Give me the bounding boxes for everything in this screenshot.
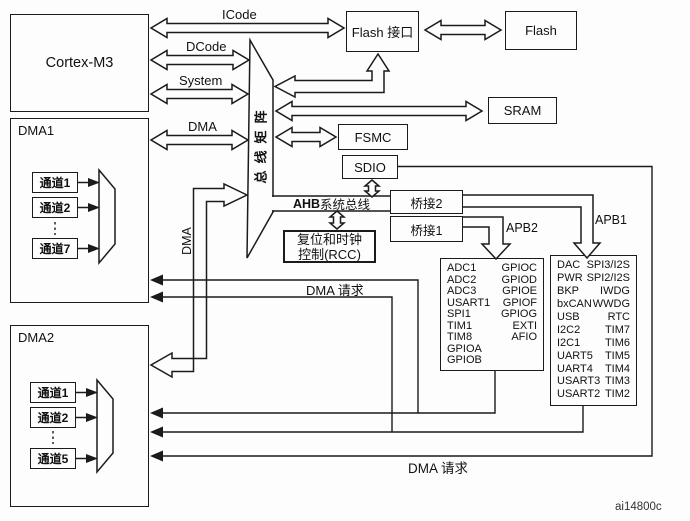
rcc-line1: 复位和时钟 xyxy=(296,231,362,247)
cortex-m3-box: Cortex-M3 xyxy=(10,14,149,112)
dcode-label: DCode xyxy=(186,39,227,54)
fsmc-box: FSMC xyxy=(338,124,408,150)
apb2-arrow xyxy=(463,216,512,261)
sram-box: SRAM xyxy=(488,97,557,124)
dma2-channel-2: 通道2 xyxy=(30,407,76,428)
rcc-line2: 控制(RCC) xyxy=(298,246,361,262)
dma1-box: DMA1 xyxy=(10,118,149,303)
dma1-channel-7: 通道7 xyxy=(32,238,78,259)
flash-if-flash-arrow xyxy=(423,19,503,41)
ahb-bold: AHB xyxy=(292,196,321,211)
dma2-channel-5: 通道5 xyxy=(30,448,76,469)
figure-id: ai14800c xyxy=(615,501,662,513)
icode-label: ICode xyxy=(222,7,257,22)
ahb-rcc-arrow xyxy=(327,210,347,230)
dma-vertical-label: DMA xyxy=(180,227,194,255)
apb1-label: APB1 xyxy=(595,213,627,227)
bridge2-box: 桥接2 xyxy=(390,190,463,214)
dma-request-label-bottom: DMA 请求 xyxy=(408,461,469,476)
flash-interface-box: Flash 接口 xyxy=(346,11,419,52)
sdio-box: SDIO xyxy=(342,155,398,179)
rcc-box: 复位和时钟 控制(RCC) xyxy=(283,230,376,263)
cortex-m3-label: Cortex-M3 xyxy=(45,55,114,71)
apb2-label: APB2 xyxy=(506,221,538,235)
sram-arrow xyxy=(274,100,484,122)
dma2-master-arrow xyxy=(149,182,249,379)
matrix-flash-if-arrow xyxy=(273,52,391,99)
dma-bus-label: DMA xyxy=(188,119,217,134)
bridge1-box: 桥接1 xyxy=(390,216,463,242)
flash-box: Flash xyxy=(505,11,577,50)
dma1-label: DMA1 xyxy=(18,123,55,138)
fsmc-arrow xyxy=(274,126,338,148)
ahb-rest: 系统总线 xyxy=(320,198,371,212)
system-label: System xyxy=(179,73,223,88)
dma-request-label-mid: DMA 请求 xyxy=(306,283,364,298)
bus-matrix-label: 总线矩阵 xyxy=(253,103,269,184)
dma1-channel-1: 通道1 xyxy=(32,172,78,193)
dma2-channel-1: 通道1 xyxy=(30,382,76,403)
dma2-label: DMA2 xyxy=(18,330,55,345)
dma1-channel-2: 通道2 xyxy=(32,197,78,218)
